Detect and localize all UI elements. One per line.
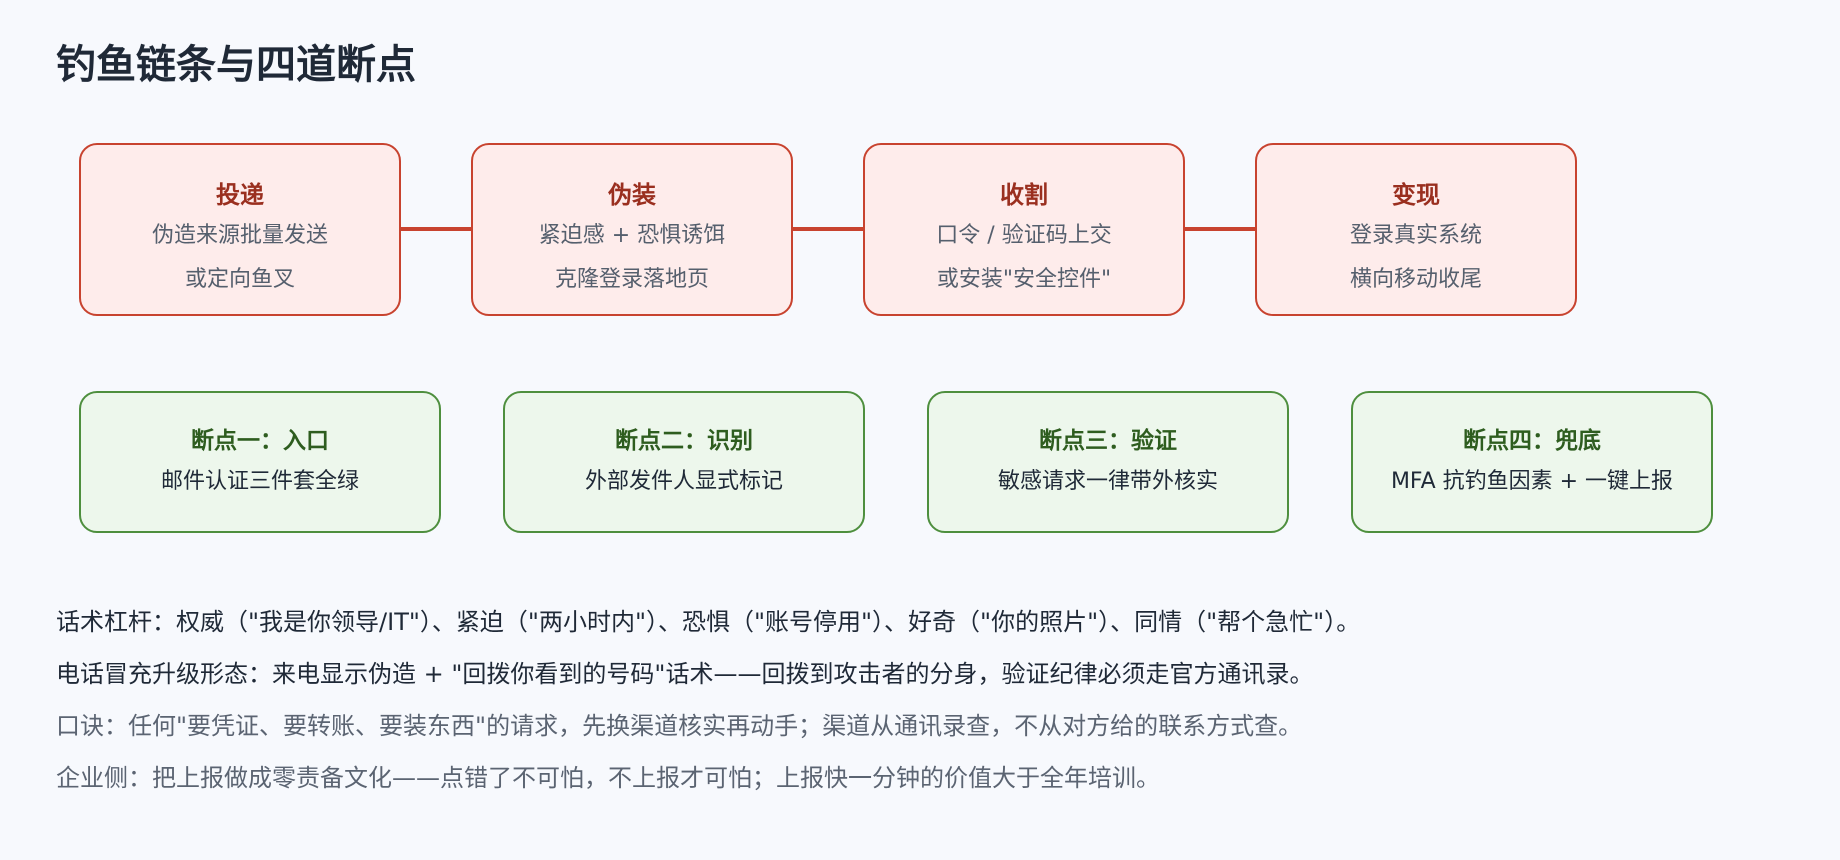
breakpoint-identify: 断点二：识别 外部发件人显式标记 [503, 391, 865, 533]
chain-stage-line: 横向移动收尾 [1349, 267, 1482, 292]
chain-stage-line: 克隆登录落地页 [554, 267, 709, 292]
breakpoint-verify: 断点三：验证 敏感请求一律带外核实 [927, 391, 1289, 533]
note-line-phone: 电话冒充升级形态：来电显示伪造 + "回拨你看到的号码"话术——回拨到攻击者的分… [56, 660, 1314, 688]
chain-stage-title: 伪装 [608, 181, 656, 209]
breakpoint-desc: MFA 抗钓鱼因素 + 一键上报 [1390, 469, 1674, 494]
chain-stage-disguise: 伪装 紧迫感 + 恐惧诱饵 克隆登录落地页 [471, 143, 793, 316]
chain-stage-line: 或定向鱼叉 [184, 267, 295, 292]
breakpoint-title: 断点四：兜底 [1463, 428, 1601, 454]
chain-stage-line: 口令 / 验证码上交 [936, 223, 1112, 248]
chain-stage-title: 变现 [1392, 181, 1440, 209]
chain-stage-line: 或安装"安全控件" [936, 267, 1112, 292]
breakpoint-desc: 外部发件人显式标记 [584, 469, 783, 494]
breakpoint-title: 断点二：识别 [615, 428, 753, 454]
note-line-tactics: 话术杠杆：权威（"我是你领导/IT"）、紧迫（"两小时内"）、恐惧（"账号停用"… [56, 608, 1361, 636]
chain-stage-line: 伪造来源批量发送 [151, 223, 328, 248]
chain-stage-harvest: 收割 口令 / 验证码上交 或安装"安全控件" [863, 143, 1185, 316]
chain-stage-title: 收割 [1000, 181, 1048, 209]
note-line-enterprise: 企业侧：把上报做成零责备文化——点错了不可怕，不上报才可怕；上报快一分钟的价值大… [56, 764, 1160, 792]
chain-stage-line: 登录真实系统 [1349, 223, 1482, 248]
breakpoint-desc: 敏感请求一律带外核实 [997, 469, 1218, 494]
chain-stage-line: 紧迫感 + 恐惧诱饵 [538, 223, 726, 248]
chain-connector [401, 227, 471, 231]
breakpoint-title: 断点三：验证 [1039, 428, 1177, 454]
chain-stage-monetize: 变现 登录真实系统 横向移动收尾 [1255, 143, 1577, 316]
page-title: 钓鱼链条与四道断点 [56, 42, 416, 88]
chain-connector [793, 227, 863, 231]
breakpoint-entry: 断点一：入口 邮件认证三件套全绿 [79, 391, 441, 533]
notes-section: 话术杠杆：权威（"我是你领导/IT"）、紧迫（"两小时内"）、恐惧（"账号停用"… [56, 596, 1796, 804]
chain-stage-title: 投递 [216, 181, 264, 209]
chain-connector [1185, 227, 1255, 231]
note-line-mnemonic: 口诀：任何"要凭证、要转账、要装东西"的请求，先换渠道核实再动手；渠道从通讯录查… [56, 712, 1303, 740]
chain-stage-delivery: 投递 伪造来源批量发送 或定向鱼叉 [79, 143, 401, 316]
breakpoint-fallback: 断点四：兜底 MFA 抗钓鱼因素 + 一键上报 [1351, 391, 1713, 533]
breakpoint-desc: 邮件认证三件套全绿 [160, 469, 359, 494]
breakpoint-title: 断点一：入口 [191, 428, 329, 454]
